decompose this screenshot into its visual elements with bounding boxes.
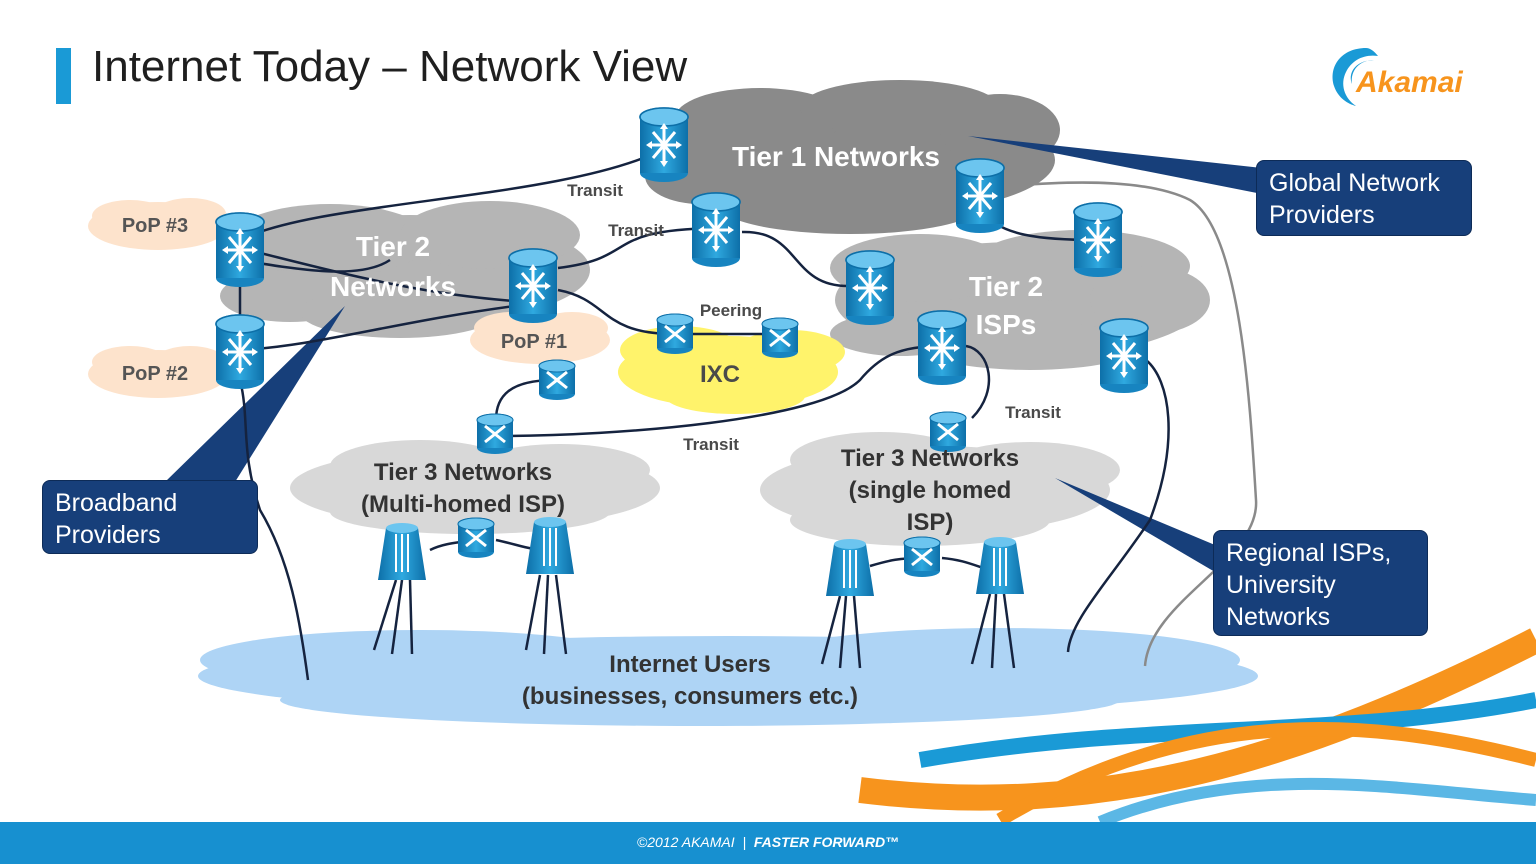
footer-text: ©2012 AKAMAI | FASTER FORWARD™ [0, 834, 1536, 850]
switch-icon [537, 358, 577, 402]
tier2-right-label-line2: ISPs [976, 309, 1037, 340]
akamai-logo-icon [1332, 48, 1378, 106]
users-label-line1: Internet Users [609, 651, 770, 678]
hub-icon [975, 536, 1025, 595]
router-icon [214, 211, 266, 289]
router-icon [1072, 201, 1124, 279]
router-icon [507, 247, 559, 325]
tier3-left-label-line1: Tier 3 Networks [374, 459, 552, 486]
decorative-swoosh [858, 628, 1536, 828]
footer-separator: | [742, 834, 747, 850]
callout-line: Providers [55, 521, 161, 549]
router-icon [690, 191, 742, 269]
tier3-right-label-line2: (single homed [849, 477, 1012, 504]
user-access-lines [372, 574, 1016, 669]
callout-line: Global Network [1269, 169, 1440, 197]
tier3-left-label-line2: (Multi-homed ISP) [361, 491, 565, 518]
ixc-label: IXC [700, 361, 740, 388]
users-label-line2: (businesses, consumers etc.) [522, 683, 858, 710]
callout-line: Broadband [55, 489, 178, 517]
footer-bar [0, 822, 1536, 864]
tier3-right-label-line1: Tier 3 Networks [841, 445, 1019, 472]
tier2-left-label-line1: Tier 2 [356, 231, 430, 262]
footer-tagline: FASTER FORWARD™ [753, 834, 900, 850]
regional-isps-callout: Regional ISPs, University Networks [1213, 530, 1428, 636]
router-icon [954, 157, 1006, 235]
akamai-logo-text: Akamai [1356, 66, 1463, 99]
router-icon [1098, 317, 1150, 395]
switch-icon [902, 535, 942, 579]
tier1-label: Tier 1 Networks [732, 141, 940, 172]
callout-line: Providers [1269, 201, 1375, 229]
broadband-providers-callout: Broadband Providers [42, 480, 258, 554]
tier3-right-label-line3: ISP) [907, 509, 954, 536]
pop1-label: PoP #1 [501, 331, 567, 353]
switch-icon [475, 412, 515, 456]
broadband-callout-pointer [165, 306, 345, 482]
global-callout-pointer [968, 136, 1262, 194]
router-icon [214, 313, 266, 391]
router-icon [638, 106, 690, 184]
hub-icon [825, 538, 875, 597]
callout-line: Regional ISPs, [1226, 539, 1392, 567]
pop2-label: PoP #2 [122, 363, 188, 385]
tier2-right-label-line1: Tier 2 [969, 271, 1043, 302]
title-accent-bar [56, 48, 71, 104]
switch-icon [456, 516, 496, 560]
transit-label: Transit [567, 181, 623, 200]
switch-icon [655, 312, 695, 356]
peering-label: Peering [700, 301, 762, 320]
router-icon [844, 249, 896, 327]
pop3-label: PoP #3 [122, 215, 188, 237]
callout-line: Networks [1226, 603, 1331, 631]
page-title: Internet Today – Network View [92, 42, 688, 91]
transit-label: Transit [683, 435, 739, 454]
pop1-cloud [470, 312, 610, 364]
tier2-left-label-line2: Networks [330, 271, 456, 302]
pop2-cloud [88, 346, 228, 398]
switch-icon [760, 316, 800, 360]
footer-copyright: ©2012 AKAMAI [636, 834, 735, 850]
callout-line: University [1226, 571, 1336, 599]
regional-callout-pointer [1055, 478, 1215, 572]
tier3-right-cloud [760, 432, 1120, 546]
gray-links [1009, 181, 1258, 667]
pop3-cloud [88, 198, 228, 250]
global-network-providers-callout: Global Network Providers [1256, 160, 1472, 236]
network-links [238, 148, 1170, 681]
transit-label: Transit [608, 221, 664, 240]
transit-label: Transit [1005, 403, 1061, 422]
router-icon [916, 309, 968, 387]
